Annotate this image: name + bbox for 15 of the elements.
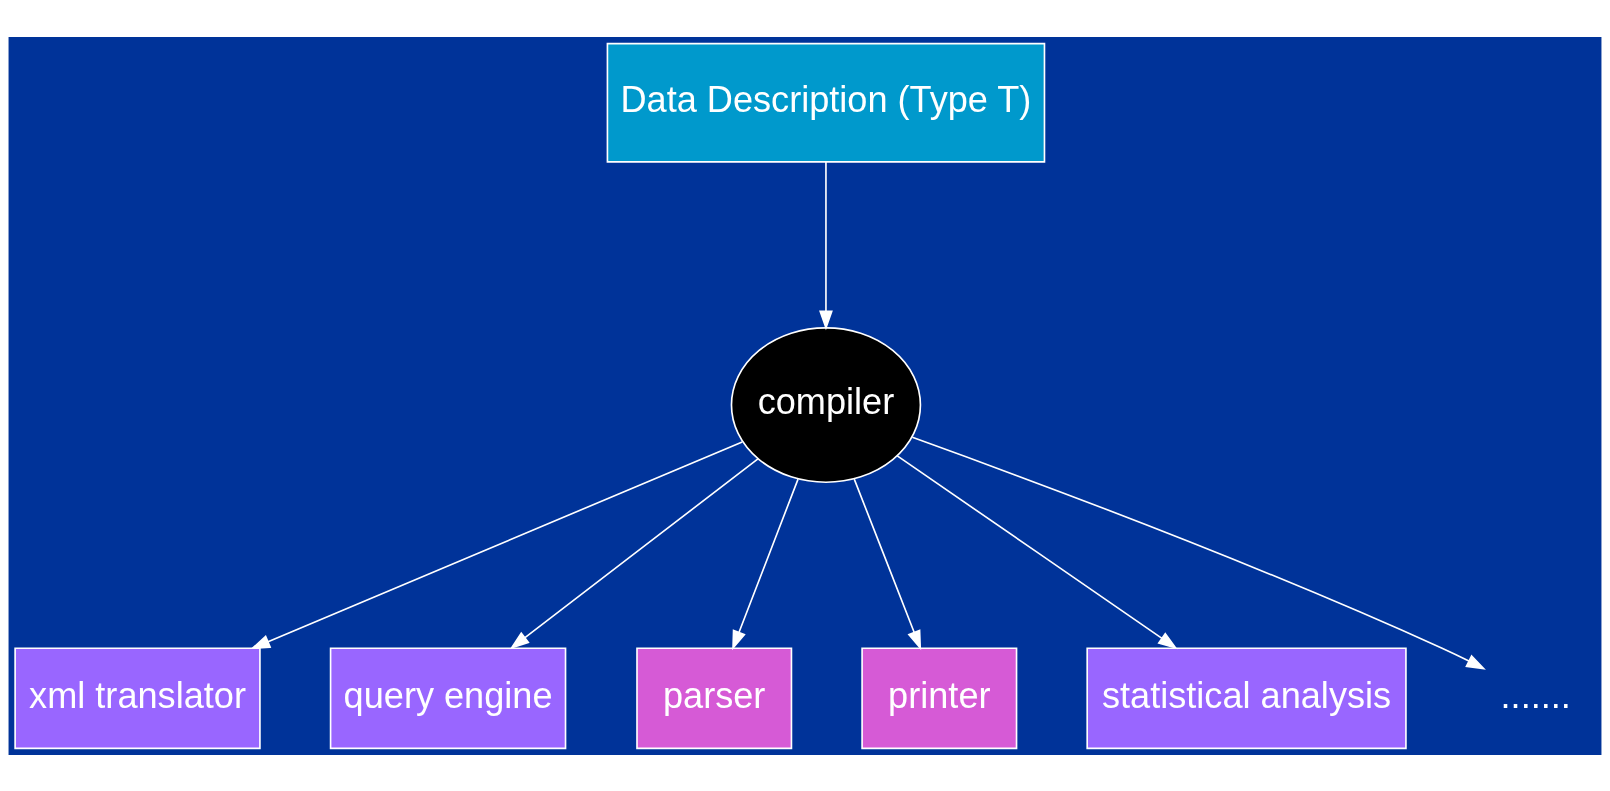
node-box: parser (636, 646, 793, 749)
arrow (819, 160, 833, 330)
arrow (911, 436, 1486, 670)
node-box: xml translator (14, 646, 261, 749)
node-box: query engine (329, 646, 567, 749)
arrow (509, 457, 759, 649)
node-text: ....... (1500, 674, 1571, 716)
arrow (250, 440, 744, 649)
node-box: Data Description (Type T) (606, 42, 1046, 163)
node-box: printer (861, 646, 1018, 749)
arrow (732, 477, 799, 650)
node-ellipse: compiler (730, 326, 922, 483)
arrow (896, 454, 1178, 649)
arrow (853, 477, 922, 650)
node-box: statistical analysis (1086, 646, 1407, 749)
